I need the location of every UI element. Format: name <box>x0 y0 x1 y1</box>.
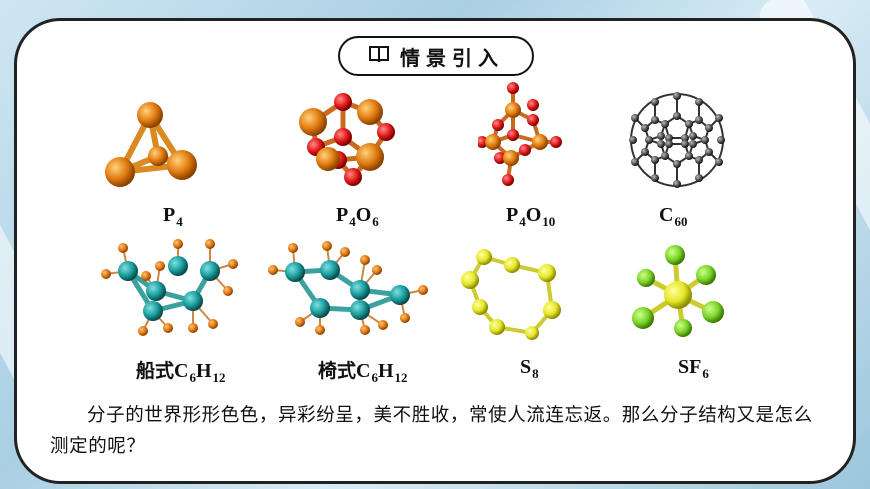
label-s8: S8 <box>520 356 539 381</box>
label-c60: C60 <box>659 204 688 229</box>
c60-molecule-image <box>629 92 725 188</box>
slide-card <box>14 18 856 484</box>
section-title: 情景引入 <box>400 45 504 70</box>
label-p4o10: P4O10 <box>506 204 556 229</box>
sf6-molecule-image <box>632 245 724 337</box>
label-chair-c6h12: 椅式C6H12 <box>318 360 408 385</box>
p4o6-molecule-image <box>299 93 395 186</box>
p4o10-molecule-image <box>478 82 562 186</box>
label-sf6: SF6 <box>678 356 709 381</box>
label-p4o6: P4O6 <box>336 204 379 229</box>
intro-paragraph: 分子的世界形形色色，异彩纷呈，美不胜收，常使人流连忘返。那么分子结构又是怎么测定… <box>50 405 813 457</box>
label-p4: P4 <box>163 204 183 229</box>
section-title-pill: 情景引入 <box>338 36 534 76</box>
label-boat-c6h12: 船式C6H12 <box>136 360 226 385</box>
p4-molecule-image <box>105 102 197 187</box>
boat-c6h12-molecule-image <box>101 239 238 336</box>
chair-c6h12-molecule-image <box>268 241 428 335</box>
book-icon <box>368 44 390 68</box>
s8-molecule-image <box>461 249 561 340</box>
